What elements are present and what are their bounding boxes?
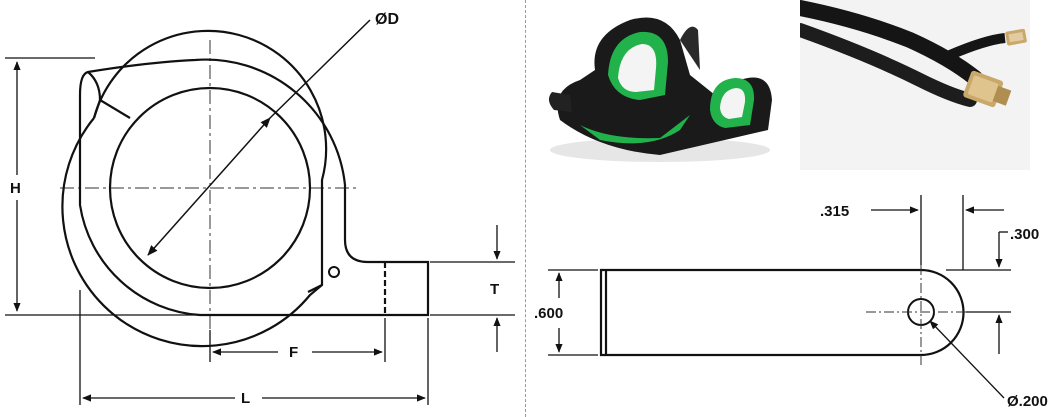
clip-photo-illustration	[548, 17, 772, 162]
tab-outline	[599, 268, 965, 357]
clip-photo	[540, 0, 780, 170]
height-label: H	[10, 180, 21, 197]
dimension-hole-offset	[209, 318, 386, 362]
tab-centerlines	[866, 265, 976, 365]
hole-offset-label: F	[289, 344, 298, 361]
diameter-label: ØD	[375, 11, 399, 28]
hole-diameter-label: Ø.200	[1007, 393, 1048, 410]
panel-divider	[525, 0, 526, 417]
dimension-diameter: ØD	[147, 11, 399, 256]
dimension-width	[548, 269, 598, 356]
centerlines	[60, 40, 360, 340]
cable-photo-illustration	[800, 0, 1030, 170]
cable-photo	[800, 0, 1030, 170]
dimension-hole-diameter	[929, 320, 1005, 399]
tab-hole	[328, 266, 340, 278]
thickness-label: T	[490, 281, 499, 298]
hole-position-label: .315	[820, 203, 849, 220]
dimension-tab-radius	[946, 231, 1011, 354]
tab-dimension-drawing: .315 .300 .600 Ø.200	[534, 195, 1048, 410]
dimension-length	[79, 290, 429, 405]
length-label: L	[241, 390, 250, 407]
tab-radius-label: .300	[1010, 226, 1039, 243]
dimension-height	[5, 57, 200, 316]
dimension-hole-position	[871, 195, 1004, 270]
clip-profile-drawing: ØD H T F	[5, 11, 515, 407]
dimension-thickness	[430, 225, 515, 352]
clip-body	[61, 29, 430, 348]
width-label: .600	[534, 305, 563, 322]
